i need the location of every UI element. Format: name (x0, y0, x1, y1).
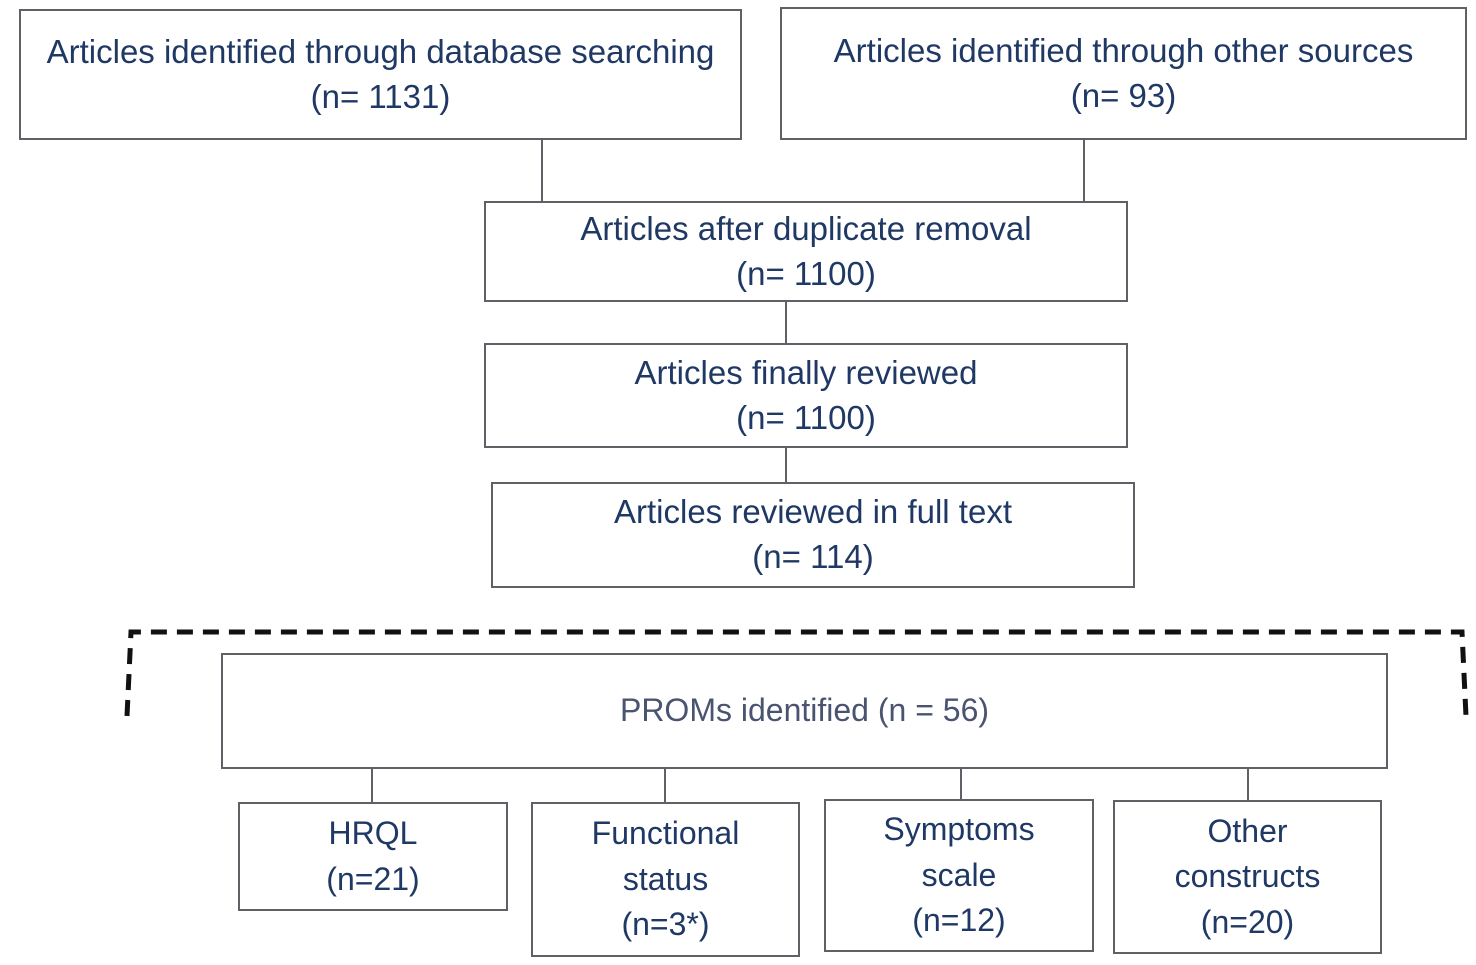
full-text-label: Articles reviewed in full text (614, 493, 1012, 531)
box-other-constructs: Other constructs (n=20) (1113, 800, 1382, 954)
hrql-line2: (n=21) (326, 860, 420, 897)
box-proms-identified: PROMs identified (n = 56) (221, 653, 1388, 769)
dashed-bracket (124, 629, 1469, 717)
functional-status-line1: Functional (591, 815, 740, 852)
other-constructs-line1: Other (1207, 812, 1288, 849)
other-sources-count: (n= 93) (1070, 76, 1177, 114)
database-search-count: (n= 1131) (310, 77, 451, 115)
database-search-label: Articles identified through database sea… (46, 32, 715, 70)
box-other-sources: Articles identified through other source… (780, 7, 1467, 140)
full-text-count: (n= 114) (752, 538, 874, 575)
after-duplicates-label: Articles after duplicate removal (580, 209, 1032, 247)
box-database-search: Articles identified through database sea… (19, 9, 742, 140)
functional-status-line3: (n=3*) (621, 906, 710, 943)
box-hrql: HRQL (n=21) (238, 802, 508, 911)
box-after-duplicates: Articles after duplicate removal (n= 110… (484, 201, 1128, 302)
after-duplicates-count: (n= 1100) (736, 254, 876, 292)
finally-reviewed-count: (n= 1100) (736, 398, 876, 436)
proms-identified-label: PROMs identified (n = 56) (619, 692, 990, 729)
symptoms-scale-line3: (n=12) (912, 902, 1006, 939)
box-full-text: Articles reviewed in full text (n= 114) (491, 482, 1135, 588)
symptoms-scale-line2: scale (921, 856, 997, 893)
hrql-line1: HRQL (328, 815, 418, 852)
box-finally-reviewed: Articles finally reviewed (n= 1100) (484, 343, 1128, 448)
box-symptoms-scale: Symptoms scale (n=12) (824, 799, 1094, 952)
other-constructs-line2: constructs (1174, 858, 1321, 895)
other-sources-label: Articles identified through other source… (833, 31, 1414, 69)
finally-reviewed-label: Articles finally reviewed (634, 353, 978, 391)
functional-status-line2: status (622, 860, 709, 897)
symptoms-scale-line1: Symptoms (883, 811, 1035, 848)
box-functional-status: Functional status (n=3*) (531, 802, 800, 957)
other-constructs-line3: (n=20) (1200, 903, 1295, 940)
